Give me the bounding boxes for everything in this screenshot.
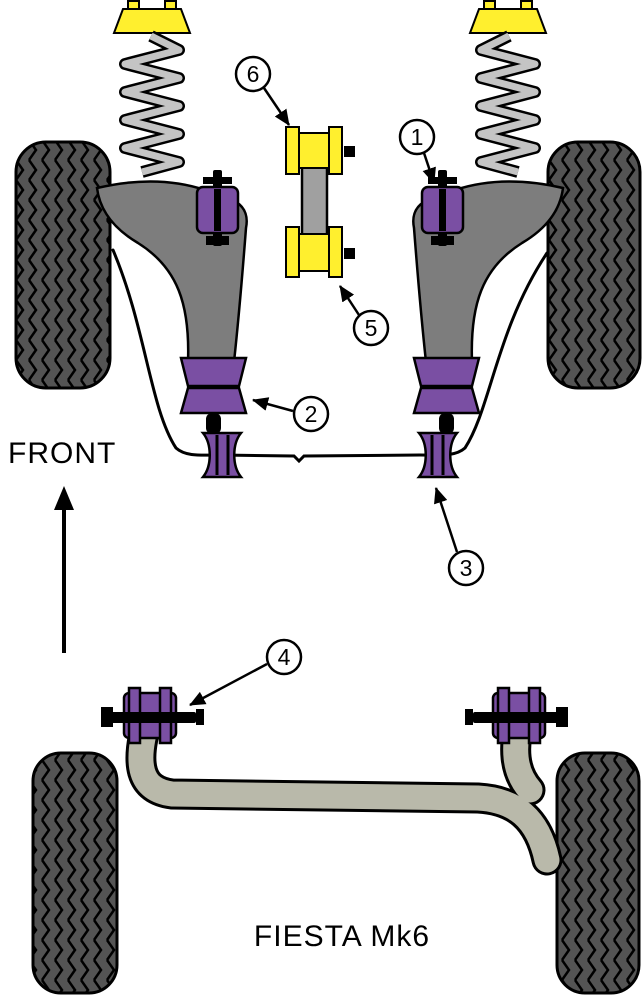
- front-arrow-head: [54, 486, 74, 510]
- front-right-arm: [411, 168, 565, 479]
- callout-4: 4: [189, 638, 303, 707]
- rear-left-wheel: [31, 751, 119, 995]
- callout-3-number: 3: [460, 555, 473, 581]
- front-right-wheel: [546, 140, 642, 390]
- callout-4-number: 4: [278, 644, 291, 670]
- rear-left-beam-bush: [99, 686, 206, 745]
- callout-1: 1: [398, 118, 436, 184]
- tire-tread: [33, 753, 117, 993]
- callout-5-circle: [352, 309, 390, 347]
- callout-1-circle: [398, 118, 436, 156]
- bush-center: [298, 132, 330, 169]
- callout-6-circle: [234, 55, 272, 93]
- callout-5-arrow: [338, 285, 361, 316]
- bush-flange: [328, 126, 343, 175]
- callout-3-arrow: [434, 487, 459, 553]
- link-lower-bush: [285, 226, 355, 278]
- rear-twist-beam: [125, 698, 563, 876]
- callout-2-arrow: [252, 397, 294, 413]
- callout-4-arrow: [189, 662, 268, 707]
- callout-1-number: 1: [411, 124, 424, 150]
- front-left-arm: [95, 168, 249, 479]
- callout-5-number: 5: [365, 315, 378, 341]
- bush-bolt: [344, 248, 355, 259]
- callout-2-number: 2: [305, 401, 318, 427]
- bush-bolt: [344, 146, 355, 157]
- callout-5: 5: [338, 285, 390, 347]
- bush-center: [298, 233, 330, 272]
- tire-tread: [557, 753, 639, 993]
- callout-3: 3: [434, 487, 485, 587]
- front-direction-indicator: FRONT: [8, 437, 116, 653]
- callout-3-circle: [447, 549, 485, 587]
- bush-flange: [285, 226, 300, 278]
- callout-2: 2: [252, 395, 330, 433]
- callout-4-circle: [265, 638, 303, 676]
- front-left-wheel: [14, 140, 112, 390]
- front-right-strut: [470, 1, 546, 172]
- front-label: FRONT: [8, 437, 116, 470]
- beam: [128, 705, 560, 873]
- bush-flange: [285, 126, 300, 175]
- bush-flange: [328, 226, 343, 278]
- link-upper-bush: [285, 126, 355, 175]
- callout-6: 6: [234, 55, 291, 126]
- tire-tread: [16, 142, 110, 388]
- callout-1-arrow: [422, 152, 436, 184]
- callout-6-arrow: [262, 87, 291, 126]
- page-title: FIESTA Mk6: [254, 920, 430, 953]
- engine-mount-link: [285, 126, 355, 278]
- rear-right-beam-bush: [463, 686, 570, 745]
- callout-2-circle: [292, 395, 330, 433]
- rear-right-wheel: [555, 751, 641, 995]
- callout-6-number: 6: [247, 61, 260, 87]
- anti-roll-bar: [111, 248, 549, 464]
- front-left-strut: [114, 1, 190, 172]
- tire-tread: [548, 142, 640, 388]
